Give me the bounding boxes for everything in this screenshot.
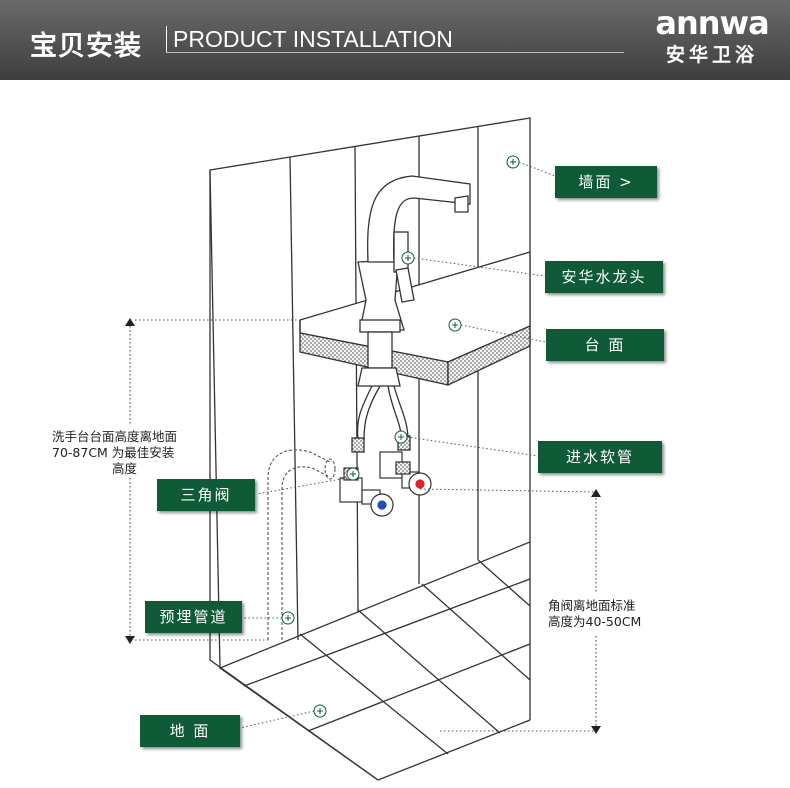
- header-bar: 宝贝安装 PRODUCT INSTALLATION annwa 安华卫浴: [0, 0, 790, 80]
- brand-name-cn: 安华卫浴: [665, 44, 758, 66]
- dimension-lines: [129, 326, 597, 726]
- installation-diagram: [125, 117, 601, 781]
- title-underline: [166, 52, 624, 53]
- brand-logo: annwa: [655, 4, 769, 42]
- label-pipe: 预埋管道: [145, 601, 242, 633]
- label-wall: 墙面 >: [555, 166, 657, 198]
- label-counter: 台 面: [546, 329, 664, 361]
- label-floor: 地 面: [140, 715, 240, 747]
- note-valve-height-1: 角阀离地面标准: [548, 598, 636, 613]
- dimension-arrows: [125, 318, 601, 734]
- note-counter-height-3: 高度: [112, 461, 138, 476]
- label-faucet: 安华水龙头: [545, 261, 663, 293]
- faucet-drawing: [351, 175, 471, 453]
- leader-lines: [135, 161, 597, 732]
- note-valve-height-2: 高度为40-50CM: [548, 614, 642, 629]
- page-title-en: PRODUCT INSTALLATION: [166, 26, 453, 52]
- embedded-pipe: [267, 449, 336, 640]
- label-angle-valve: 三角阀: [157, 479, 255, 511]
- countertop: [299, 251, 531, 387]
- note-counter-height-1: 洗手台台面高度离地面: [52, 429, 178, 444]
- page-title-cn: 宝贝安装: [30, 31, 142, 62]
- note-counter-height-2: 70-87CM 为最佳安装: [52, 445, 175, 460]
- label-hose: 进水软管: [538, 441, 662, 473]
- right-angle-valve: [379, 451, 432, 496]
